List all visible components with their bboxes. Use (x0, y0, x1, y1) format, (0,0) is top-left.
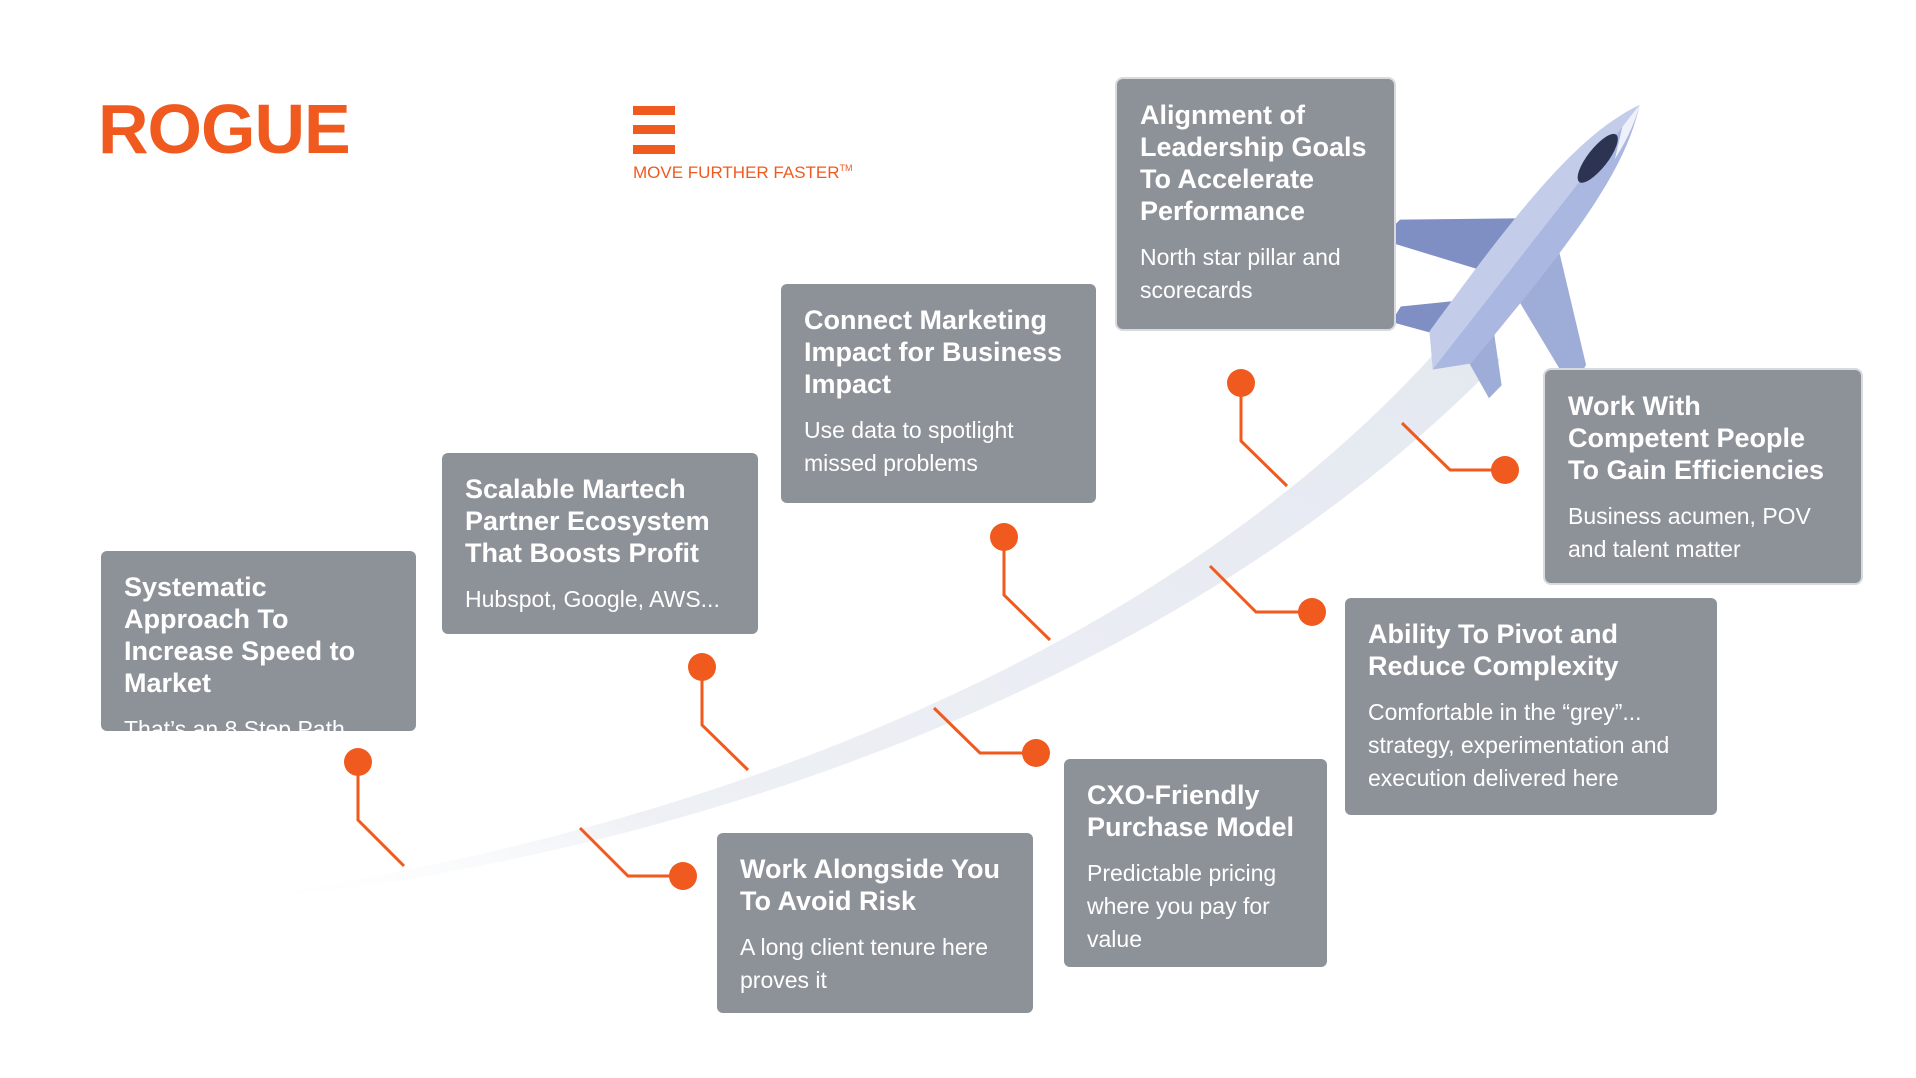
step-description: Hubspot, Google, AWS... (465, 586, 720, 612)
step-title: Work Alongside You To Avoid Risk (740, 854, 1001, 916)
step-title: Alignment of Leadership Goals To Acceler… (1140, 100, 1367, 226)
step-card-systematic-approach: Systematic Approach To Increase Speed to… (101, 551, 416, 742)
connector-line-ability-to-pivot (1208, 564, 1312, 614)
fighter-jet-icon (1379, 104, 1640, 399)
step-card-work-alongside: Work Alongside You To Avoid Risk A long … (717, 833, 1033, 1013)
step-description: A long client tenure here proves it (740, 934, 989, 993)
step-card-competent-people: Work With Competent People To Gain Effic… (1545, 370, 1861, 583)
step-description: That’s an 8 Step Path (124, 716, 345, 742)
connector-line-competent-people (1400, 421, 1505, 472)
connector-line-cxo-friendly (932, 706, 1036, 755)
connector-dot-cxo-friendly (1022, 739, 1050, 767)
step-title: Work With Competent People To Gain Effic… (1568, 391, 1825, 485)
connector-line-systematic-approach (356, 762, 406, 868)
step-title: Systematic Approach To Increase Speed to… (124, 572, 356, 698)
step-title: CXO-Friendly Purchase Model (1087, 780, 1295, 842)
step-card-alignment-leadership: Alignment of Leadership Goals To Acceler… (1117, 79, 1394, 329)
connector-group (344, 369, 1519, 890)
connector-dot-scalable-martech (688, 653, 716, 681)
connector-dot-connect-marketing (990, 523, 1018, 551)
connector-line-work-alongside (578, 826, 683, 878)
trademark-mark: TM (839, 163, 853, 173)
step-description: Comfortable in the “grey”... strategy, e… (1368, 699, 1670, 791)
connector-line-alignment-leadership (1239, 383, 1289, 488)
brand-mark-icon (633, 106, 675, 154)
step-description: Use data to spotlight missed problems (804, 417, 1014, 476)
step-description: Business acumen, POV and talent matter (1568, 503, 1811, 562)
connector-dot-ability-to-pivot (1298, 598, 1326, 626)
step-title: Ability To Pivot and Reduce Complexity (1368, 619, 1619, 681)
step-description: Predictable pricing where you pay for va… (1087, 860, 1277, 952)
step-card-cxo-friendly: CXO-Friendly Purchase Model Predictable … (1064, 759, 1327, 967)
jet-tail-right (1463, 319, 1502, 399)
step-card-scalable-martech: Scalable Martech Partner Ecosystem That … (442, 453, 758, 634)
step-title: Connect Marketing Impact for Business Im… (804, 305, 1063, 399)
step-card-connect-marketing: Connect Marketing Impact for Business Im… (781, 284, 1096, 503)
connector-line-scalable-martech (700, 667, 750, 772)
connector-dot-work-alongside (669, 862, 697, 890)
step-title: Scalable Martech Partner Ecosystem That … (465, 474, 710, 568)
connector-dot-alignment-leadership (1227, 369, 1255, 397)
tagline: MOVE FURTHER FASTERTM (633, 163, 853, 182)
tagline-text: MOVE FURTHER FASTER (633, 163, 840, 182)
step-card-ability-to-pivot: Ability To Pivot and Reduce Complexity C… (1345, 598, 1717, 815)
connector-dot-systematic-approach (344, 748, 372, 776)
logo-text: ROGUE (98, 90, 351, 168)
jet-cockpit (1577, 133, 1618, 183)
connector-line-connect-marketing (1002, 537, 1052, 642)
connector-dot-competent-people (1491, 456, 1519, 484)
jet-nose-highlight (1614, 104, 1640, 160)
step-description: North star pillar and scorecards (1140, 244, 1341, 303)
